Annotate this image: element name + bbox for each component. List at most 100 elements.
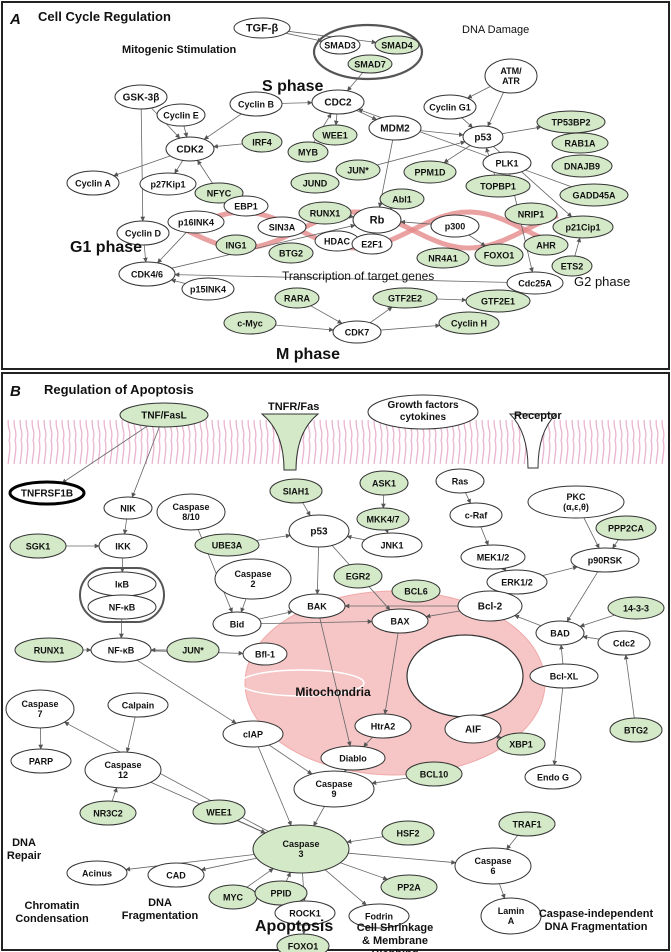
node-label: Cyclin A [75,179,111,189]
node-shape [165,136,215,162]
node-a-ing1: ING1 [215,234,257,256]
node-label: IKK [115,542,131,552]
node-label: HDAC [324,237,350,247]
node-shape [14,637,84,663]
label-transcription: Transcription of target genes [282,269,434,283]
node-label: E2F1 [361,240,383,250]
node-shape [368,115,422,141]
node-label: BAD [550,629,570,639]
edge-a-cdk7-to-a-cyclin_h [380,323,441,331]
edge-a-gtf2e2-to-a-gtf2e1 [436,297,467,303]
node-b-ppid: PPID [254,880,308,906]
node-shape [380,874,438,900]
node-a-p27: p27Kip1 [139,172,197,196]
node-shape [430,214,480,238]
node-a-cdc25a: Cdc25A [506,271,564,295]
edge-a-atm-to-a-cyclin_g1 [467,86,491,99]
node-label: NF-κB [109,603,136,613]
node-b-jnk1: JNK1 [361,532,423,558]
smad-complex [312,23,424,81]
node-shape [484,58,538,94]
node-shape [449,502,503,528]
node-a-jun: JUN* [335,159,381,181]
node-shape [268,242,314,264]
node-shape [595,515,657,541]
node-b-p90rsk: p90RSK [570,547,640,573]
edge-b-ras-to-b-craf [465,492,471,504]
edge-b-traf1-to-b-casp6 [506,835,519,850]
node-label: WEE1 [206,808,232,818]
node-shape [156,493,226,531]
node-a-smad7: SMAD7 [347,54,393,74]
node-shape [98,533,148,559]
node-a-cdk46: CDK4/6 [118,261,176,287]
node-b-bclxl: Bcl-XL [529,663,599,689]
edge-b-b1433-to-b-bad [579,614,615,628]
edge-b-tnf-to-b-nik [131,426,160,498]
node-shape [166,637,220,663]
node-shape [274,287,320,309]
node-b-fodrin: Fodrin [348,903,410,929]
panel-b-letter: B [10,383,21,400]
edge-b-tnf-to-b-tnfrsf1b [61,425,148,484]
node-label: TGF-β [246,23,279,35]
node-shape [597,630,651,656]
node-shape [523,234,569,256]
node-a-dnajb9: DNAJB9 [551,154,613,178]
node-b-ciap: cIAP [222,720,284,748]
node-shape [460,544,526,570]
edge-b-btg2-to-b-cdc2 [623,654,635,719]
node-shape [570,547,640,573]
edge-a-p300-to-a-rb [400,219,432,225]
node-shape [214,558,292,600]
node-shape [347,54,393,74]
node-shape [192,799,246,825]
node-a-smad4: SMAD4 [374,35,420,55]
node-b-xbp1: XBP1 [496,732,546,756]
node-b-pp2a: PP2A [380,874,438,900]
node-label: TNF/FasL [141,411,187,422]
node-a-btg2: BTG2 [268,242,314,264]
node-label: Acinus [82,869,112,879]
node-label: cIAP [243,730,263,740]
node-shape [535,620,585,646]
node-label: PLK1 [495,159,518,169]
edge-b-casp3-to-b-casp6 [348,852,457,865]
node-a-abl1: Abl1 [379,188,425,210]
edge-b-rock1-to-b-foxo1 [301,924,307,935]
node-shape [66,170,120,196]
node-shape [139,172,197,196]
node-label: Cdc25A [518,279,552,289]
node-a-sin3a: SIN3A [257,216,307,238]
node-a-nrip1: NRIP1 [504,202,558,226]
node-shape [222,720,284,748]
node-shape [551,255,593,277]
panel-b-title: Regulation of Apoptosis [44,382,194,397]
node-label: FOXO1 [484,251,515,261]
panel-b-frame [1,372,670,951]
node-label: TP53BP2 [551,118,590,128]
label-s-phase: S phase [262,78,323,95]
edge-b-ppid-to-b-casp3 [285,871,291,882]
edge-a-p16-to-a-cdk46 [157,232,187,264]
node-shape [311,89,365,115]
node-label: ETS2 [561,262,584,272]
node-label: Rb [370,215,385,227]
edge-a-gsk3b-to-a-cyclin_d [140,108,146,222]
panel-a-letter: A [9,11,21,28]
node-b-pkc: PKC(α,ε,θ) [527,485,625,519]
node-b-craf: c-Raf [449,502,503,528]
edge-b-myc-to-b-casp3 [246,868,274,888]
node-label: p53 [310,527,328,538]
node-label: NRIP1 [518,210,545,220]
edge-b-craf-to-b-mek12 [480,526,489,546]
node-label: NR3C2 [93,809,123,819]
node-a-cyclin_h: Cyclin H [438,311,500,335]
edge-a-cyclin_b-to-a-cdk2 [203,113,242,140]
node-b-siah1: SIAH1 [269,478,323,504]
node-label: GTF2E1 [481,297,515,307]
node-label: WEE1 [322,131,348,141]
